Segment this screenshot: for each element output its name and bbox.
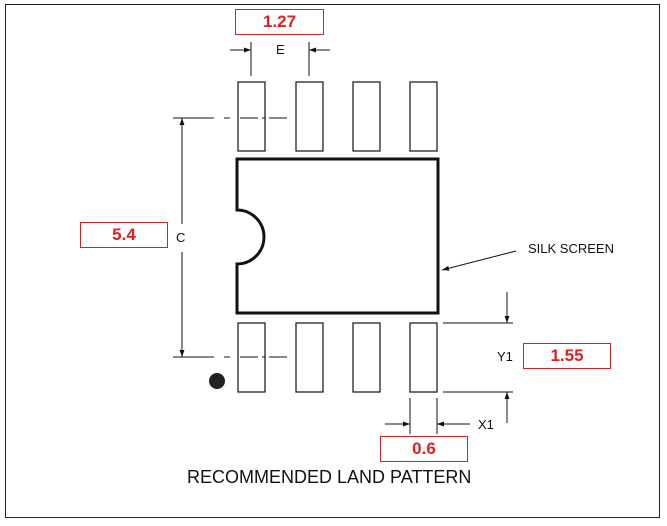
pin1-marker bbox=[209, 373, 225, 389]
pad-length-value-box: 1.55 bbox=[523, 343, 611, 369]
pad bbox=[409, 81, 438, 152]
silk-screen-outline bbox=[235, 157, 440, 315]
pad bbox=[409, 322, 438, 393]
drawing-frame bbox=[5, 4, 660, 518]
pad-width-label: X1 bbox=[478, 417, 494, 432]
pad bbox=[295, 322, 324, 393]
dimension-y1 bbox=[443, 292, 513, 423]
pad-width-value-box: 0.6 bbox=[380, 436, 468, 462]
pad bbox=[352, 81, 381, 152]
span-label: C bbox=[176, 230, 186, 245]
pitch-value-box: 1.27 bbox=[235, 9, 324, 35]
pad bbox=[352, 322, 381, 393]
span-value-box: 5.4 bbox=[80, 222, 168, 248]
pad-length-label: Y1 bbox=[497, 349, 513, 364]
bottom-pad-row bbox=[237, 322, 438, 393]
pad bbox=[295, 81, 324, 152]
pad bbox=[237, 81, 266, 152]
dimension-x1 bbox=[385, 398, 470, 434]
drawing-caption: RECOMMENDED LAND PATTERN bbox=[187, 467, 472, 487]
dimension-c bbox=[173, 117, 290, 358]
dimension-e bbox=[230, 42, 330, 76]
pitch-label: E bbox=[276, 42, 285, 57]
silk-screen-label: SILK SCREEN bbox=[528, 241, 614, 256]
silk-screen-leader bbox=[441, 250, 517, 271]
top-pad-row bbox=[237, 81, 438, 152]
